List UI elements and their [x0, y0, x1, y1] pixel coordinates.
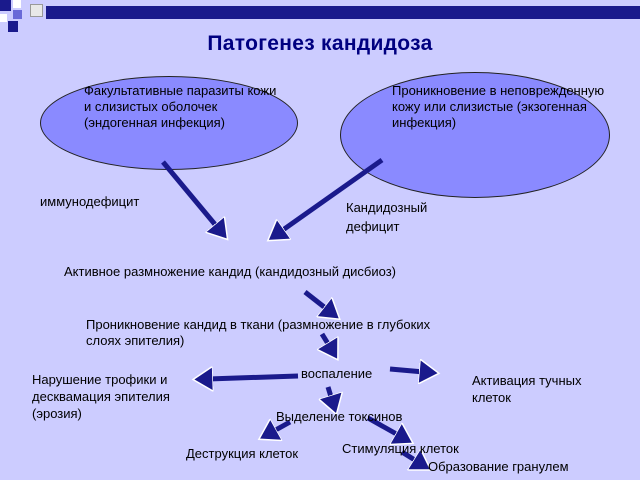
immunodeficit-label: иммунодефицит — [40, 194, 140, 209]
arrow-penetration-to-inflammation — [322, 332, 330, 347]
arrow-toxins-to-destruction — [272, 422, 292, 432]
arrow-inflammation-to-trophic — [208, 376, 299, 379]
arrow-toxins-to-stimulation — [366, 415, 400, 436]
cell-destruction-label: Деструкция клеток — [186, 446, 299, 461]
toxin-release-label: Выделение токсинов — [276, 409, 403, 424]
endogenous-text: Факультативные паразиты кожи и слизистых… — [84, 83, 277, 130]
arrow-reproduction-to-penetration — [303, 290, 328, 310]
exogenous-text: Проникновение в неповрежденную кожу или … — [392, 83, 605, 130]
endogenous-ellipse — [40, 76, 298, 170]
page-title: Патогенез кандидоза — [207, 32, 433, 55]
cell-stimulation-label: Стимуляция клеток — [342, 441, 459, 456]
corner-square — [13, 0, 21, 8]
header-bar — [46, 6, 640, 19]
corner-square — [0, 14, 7, 22]
tissue-penetration-label: Проникновение кандид в ткани (размножени… — [86, 317, 431, 348]
granuloma-label: Образование гранулем — [428, 459, 569, 474]
arrow-exogenous-to-reproduction — [280, 157, 384, 232]
corner-square — [13, 10, 22, 19]
mast-activation-label: Активация тучных клеток — [472, 373, 582, 405]
corner-square — [0, 0, 11, 11]
corner-square — [30, 4, 43, 17]
arrow-inflammation-to-toxins — [328, 386, 332, 400]
arrow-stimulation-to-granuloma — [400, 452, 418, 462]
exogenous-ellipse — [340, 72, 610, 198]
arrow-endogenous-to-reproduction — [161, 160, 218, 228]
candida-deficit-label: Кандидозный дефицит — [346, 200, 428, 234]
arrow-inflammation-to-mast — [389, 369, 424, 372]
trophic-disorder-label: Нарушение трофики и десквамация эпителия… — [32, 372, 170, 421]
corner-square — [8, 21, 18, 32]
active-reproduction-label: Активное размножение кандид (кандидозный… — [64, 264, 397, 279]
inflammation-label: воспаление — [301, 366, 373, 381]
